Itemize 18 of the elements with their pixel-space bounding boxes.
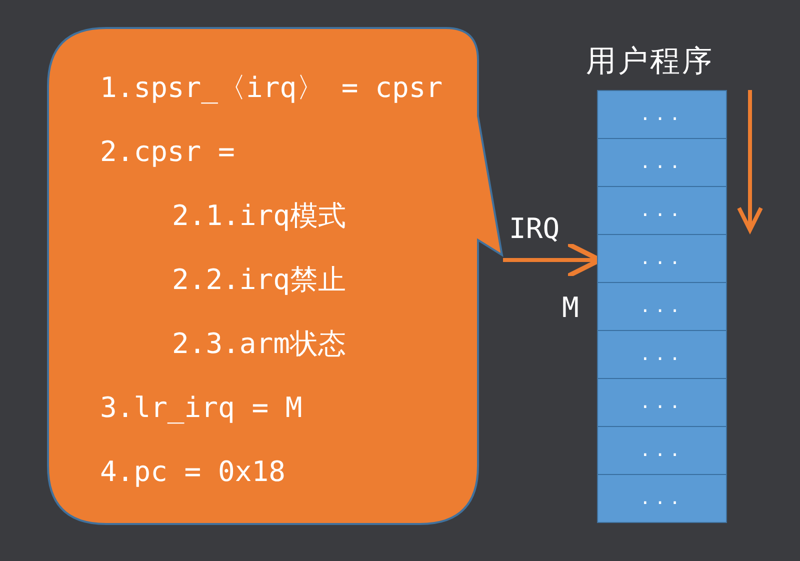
code-line: 4.pc = 0x18 (100, 456, 286, 488)
memory-cell: ... (598, 234, 726, 282)
code-line: 2.3.arm状态 (172, 328, 348, 360)
memory-cell: ... (598, 474, 726, 522)
code-line: 1.spsr_〈irq〉 = cpsr (100, 72, 443, 104)
code-line: 2.cpsr = (100, 136, 236, 168)
column-heading: 用户程序 (586, 45, 714, 79)
memory-cell: ... (598, 282, 726, 330)
code-line: 3.lr_irq = M (100, 392, 304, 424)
memory-cell: ... (598, 91, 726, 138)
code-line: 2.1.irq模式 (172, 200, 348, 232)
memory-cell: ... (598, 186, 726, 234)
marker-label: M (562, 292, 579, 324)
memory-cell: ... (598, 138, 726, 186)
code-line: 2.2.irq禁止 (172, 264, 348, 296)
memory-cell: ... (598, 426, 726, 474)
memory-cell: ... (598, 330, 726, 378)
memory-cell: ... (598, 378, 726, 426)
